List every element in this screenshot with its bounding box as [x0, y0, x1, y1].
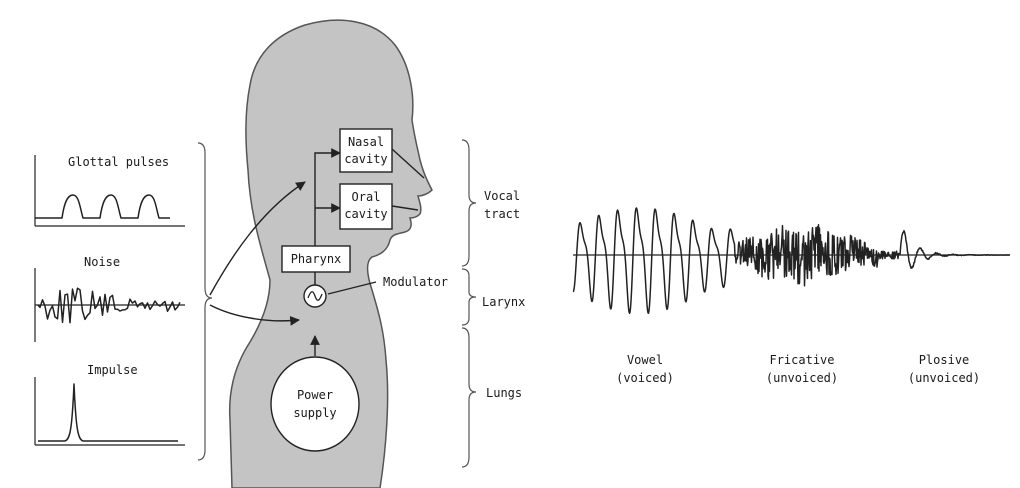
- noise-waveform: [38, 288, 180, 323]
- lungs-label: Lungs: [486, 386, 522, 400]
- sine-wave-circle-icon: [304, 285, 326, 307]
- glottal-pulses-label: Glottal pulses: [68, 155, 169, 169]
- fricative-label-line2: (unvoiced): [766, 371, 838, 385]
- vocal-tract-brace: [462, 140, 476, 266]
- vocal-tract-label-line2: tract: [484, 207, 520, 221]
- plosive-label-line1: Plosive: [919, 353, 970, 367]
- impulse-label: Impulse: [87, 363, 138, 377]
- power-supply-label-line1: Power: [297, 388, 333, 402]
- plosive-label-line2: (unvoiced): [908, 371, 980, 385]
- oral-cavity-label-line1: Oral: [352, 190, 381, 204]
- lungs-brace: [462, 328, 476, 467]
- glottal-pulses-panel: Glottal pulses: [35, 155, 185, 226]
- impulse-waveform: [38, 384, 178, 441]
- vowel-label-line1: Vowel: [627, 353, 663, 367]
- impulse-panel: Impulse: [35, 363, 185, 445]
- pharynx-label: Pharynx: [291, 252, 342, 266]
- vocal-tract-label-line1: Vocal: [484, 189, 520, 203]
- larynx-label: Larynx: [482, 295, 525, 309]
- glottal-pulses-waveform: [35, 195, 170, 218]
- power-supply-circle: Power supply: [271, 357, 359, 451]
- larynx-brace: [462, 269, 476, 325]
- sources-brace: [198, 143, 212, 460]
- power-supply-label-line2: supply: [293, 406, 336, 420]
- oral-cavity-box: Oral cavity: [340, 184, 392, 229]
- vowel-label-line2: (voiced): [616, 371, 674, 385]
- modulator-label: Modulator: [383, 275, 448, 289]
- nasal-cavity-box: Nasal cavity: [340, 129, 392, 172]
- oral-cavity-label-line2: cavity: [344, 207, 387, 221]
- fricative-label-line1: Fricative: [769, 353, 834, 367]
- pharynx-box: Pharynx: [282, 246, 350, 272]
- noise-label: Noise: [84, 255, 120, 269]
- noise-panel: Noise: [35, 255, 185, 342]
- speech-waveform: [573, 208, 1010, 313]
- nasal-cavity-label-line2: cavity: [344, 152, 387, 166]
- nasal-cavity-label-line1: Nasal: [348, 135, 384, 149]
